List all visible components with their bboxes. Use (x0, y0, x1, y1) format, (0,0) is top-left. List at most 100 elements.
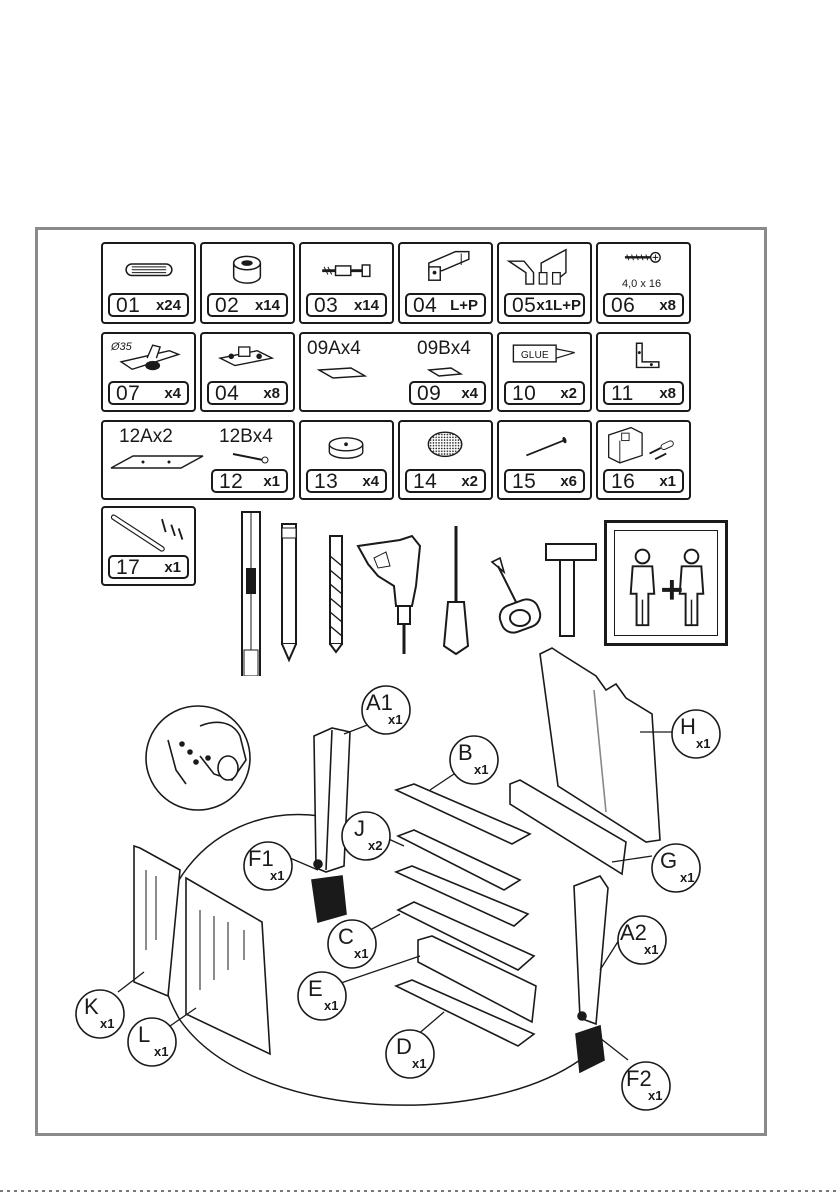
dowel-icon (103, 244, 194, 295)
glue-text: GLUE (521, 350, 549, 361)
panel-qty: x1 (696, 736, 710, 751)
hardware-card-17: 17 x1 (101, 506, 196, 586)
part-label: 14 x2 (405, 469, 486, 493)
part-label: 05 x1L+P (504, 293, 585, 317)
part-code: 04 (413, 295, 437, 316)
panel-k (134, 846, 180, 996)
part-qty: x4 (461, 386, 478, 401)
part-code: 09 (417, 383, 441, 404)
hardware-card-10: GLUE 10 x2 (497, 332, 592, 412)
panel-qty: x1 (474, 762, 488, 777)
part-qty: x2 (560, 386, 577, 401)
hammer-icon (546, 544, 596, 636)
hinge-icon (103, 334, 194, 384)
panel-letter: D (396, 1034, 412, 1059)
part-12b-label: 12Bx4 (219, 426, 273, 448)
panel-a2 (574, 876, 608, 1024)
panel-diagram: A1 x1 B x1 H x1 J x2 F1 x1 G x1 C x1 A2 … (0, 640, 840, 1130)
felt-pad-icon (400, 422, 491, 472)
nail-icon (499, 422, 590, 472)
tape-measure-icon (492, 558, 544, 636)
panel-letter: J (354, 816, 365, 841)
rail-icon (103, 508, 194, 558)
drawer-runner-icon (400, 244, 491, 295)
hardware-card-02: 02 x14 (200, 242, 295, 324)
part-qty: x8 (263, 386, 280, 401)
part-code: 11 (611, 383, 634, 404)
glue-detail-icon (146, 706, 250, 810)
part-12a-label: 12Ax2 (119, 426, 173, 448)
part-qty: x2 (461, 474, 478, 489)
part-label: 12 x1 (211, 469, 288, 493)
hardware-card-06: 4,0 x 16 06 x8 (596, 242, 691, 324)
part-label: 13 x4 (306, 469, 387, 493)
label-j (342, 812, 390, 860)
panel-qty: x1 (388, 712, 402, 727)
part-qty: x14 (255, 298, 280, 313)
round-foot-icon (301, 422, 392, 472)
part-label: 09 x4 (409, 381, 486, 405)
hardware-card-16: 16 x1 (596, 420, 691, 500)
part-qty: x1 (263, 474, 280, 489)
panel-qty: x2 (368, 838, 382, 853)
two-person-icon (604, 520, 728, 646)
part-label: 16 x1 (603, 469, 684, 493)
part-code: 02 (215, 295, 239, 316)
panel-letter: G (660, 848, 677, 873)
part-code: 14 (413, 471, 437, 492)
screw-size-note: 4,0 x 16 (622, 278, 661, 290)
part-qty: x1L+P (536, 298, 581, 313)
part-label: 10 x2 (504, 381, 585, 405)
hinge-plate-icon (202, 334, 293, 384)
panel-letter: A2 (620, 920, 647, 945)
panel-qty: x1 (644, 942, 658, 957)
part-qty: x4 (362, 474, 379, 489)
hardware-card-14: 14 x2 (398, 420, 493, 500)
hardware-card-07: Ø35 07 x4 (101, 332, 196, 412)
part-label: 01 x24 (108, 293, 189, 317)
part-code: 16 (611, 471, 635, 492)
part-qty: x24 (156, 298, 181, 313)
cam-lock-icon (202, 244, 293, 295)
part-code: 07 (116, 383, 140, 404)
hardware-card-04a: 04 L+P (398, 242, 493, 324)
part-label: 06 x8 (603, 293, 684, 317)
panel-qty: x1 (100, 1016, 114, 1031)
power-drill-icon (358, 536, 420, 654)
part-label: 11 x8 (603, 381, 684, 405)
hardware-card-12: 12Ax2 12Bx4 12 x1 (101, 420, 295, 500)
panel-letter: C (338, 924, 354, 949)
panel-f1 (312, 876, 346, 922)
part-code: 04 (215, 383, 239, 404)
panel-a1 (314, 728, 350, 872)
part-qty: x6 (560, 474, 577, 489)
part-qty: x14 (354, 298, 379, 313)
part-code: 12 (219, 471, 243, 492)
part-label: 03 x14 (306, 293, 387, 317)
part-label: 04 x8 (207, 381, 288, 405)
part-code: 05 (512, 295, 536, 316)
glue-icon: GLUE (499, 334, 590, 384)
part-09a-label: 09Ax4 (307, 338, 361, 360)
part-label: 15 x6 (504, 469, 585, 493)
panel-qty: x1 (648, 1088, 662, 1103)
part-code: 13 (314, 471, 338, 492)
panel-f2 (576, 1026, 604, 1072)
hardware-card-15: 15 x6 (497, 420, 592, 500)
hardware-card-09: 09Ax4 09Bx4 09 x4 (299, 332, 493, 412)
hardware-card-04b: 04 x8 (200, 332, 295, 412)
panel-qty: x1 (324, 998, 338, 1013)
wall-fixing-icon (598, 422, 689, 472)
screwdriver-icon (444, 526, 468, 654)
part-label: 07 x4 (108, 381, 189, 405)
panel-letter: B (458, 740, 473, 765)
hardware-card-05: 05 x1L+P (497, 242, 592, 324)
panel-letter: H (680, 714, 696, 739)
hardware-card-03: 03 x14 (299, 242, 394, 324)
cam-bolt-icon (301, 244, 392, 295)
part-09b-label: 09Bx4 (417, 338, 471, 360)
hardware-card-01: 01 x24 (101, 242, 196, 324)
hardware-card-11: 11 x8 (596, 332, 691, 412)
part-code: 03 (314, 295, 338, 316)
panel-letter: K (84, 994, 99, 1019)
